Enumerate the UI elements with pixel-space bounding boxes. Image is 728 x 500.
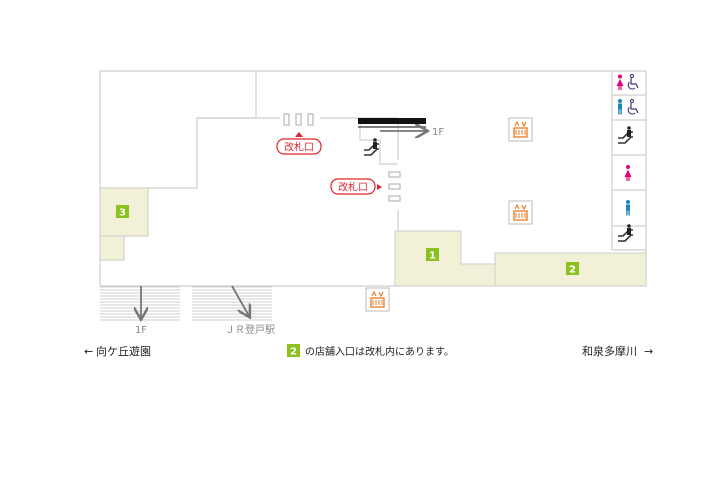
escalator-icon[interactable] <box>618 224 633 242</box>
ticket-gates-lower <box>377 171 401 202</box>
elevator-icon[interactable] <box>365 287 390 312</box>
stairs-1f-lower[interactable]: 1F <box>100 286 180 336</box>
escalator-icon[interactable] <box>618 126 633 144</box>
gate-label-text: 改札口 <box>338 181 368 194</box>
note-text: の店舗入口は改札内にあります。 <box>305 345 454 358</box>
restroom-women-accessible-icon[interactable] <box>616 74 639 91</box>
stairs-1f-upper[interactable]: 1F <box>380 127 444 138</box>
platform-edge <box>358 118 426 128</box>
shop-number: 2 <box>569 265 576 276</box>
arrow-right-icon: → <box>644 345 653 358</box>
shop-entrance-note: 2 の店舗入口は改札内にあります。 <box>287 344 454 358</box>
ticket-gates-upper <box>283 113 314 137</box>
gate-label-lower[interactable]: 改札口 <box>330 178 376 195</box>
shop-badge-1: 1 <box>426 248 439 262</box>
shop-area-1[interactable] <box>394 230 496 287</box>
direction-left-label: 向ケ丘遊園 <box>96 344 151 358</box>
elevator-icon[interactable] <box>508 117 533 142</box>
restroom-men-icon[interactable] <box>626 200 630 216</box>
arrow-left-icon: ← <box>84 345 93 358</box>
stairs-label: 1F <box>135 325 147 336</box>
stairs-jr[interactable]: ＪＲ登戸駅 <box>192 285 275 336</box>
shop-number: 3 <box>119 208 126 219</box>
stairs-label: ＪＲ登戸駅 <box>225 323 275 336</box>
gate-label-text: 改札口 <box>284 141 314 154</box>
restroom-women-icon[interactable] <box>624 165 632 181</box>
direction-right[interactable]: 和泉多摩川 → <box>582 344 653 358</box>
direction-left[interactable]: ← 向ケ丘遊園 <box>84 344 151 358</box>
shop-badge-2: 2 <box>566 262 579 276</box>
elevator-icon[interactable] <box>508 200 533 225</box>
shop-badge-3: 3 <box>116 205 129 219</box>
note-badge: 2 <box>290 347 297 358</box>
escalator-icon[interactable] <box>364 138 379 156</box>
shop-number: 1 <box>429 251 436 262</box>
direction-right-label: 和泉多摩川 <box>582 344 637 358</box>
restroom-men-accessible-icon[interactable] <box>618 99 639 115</box>
gate-label-upper[interactable]: 改札口 <box>276 138 322 155</box>
shop-area-3[interactable] <box>99 187 149 261</box>
stairs-label: 1F <box>432 127 444 138</box>
